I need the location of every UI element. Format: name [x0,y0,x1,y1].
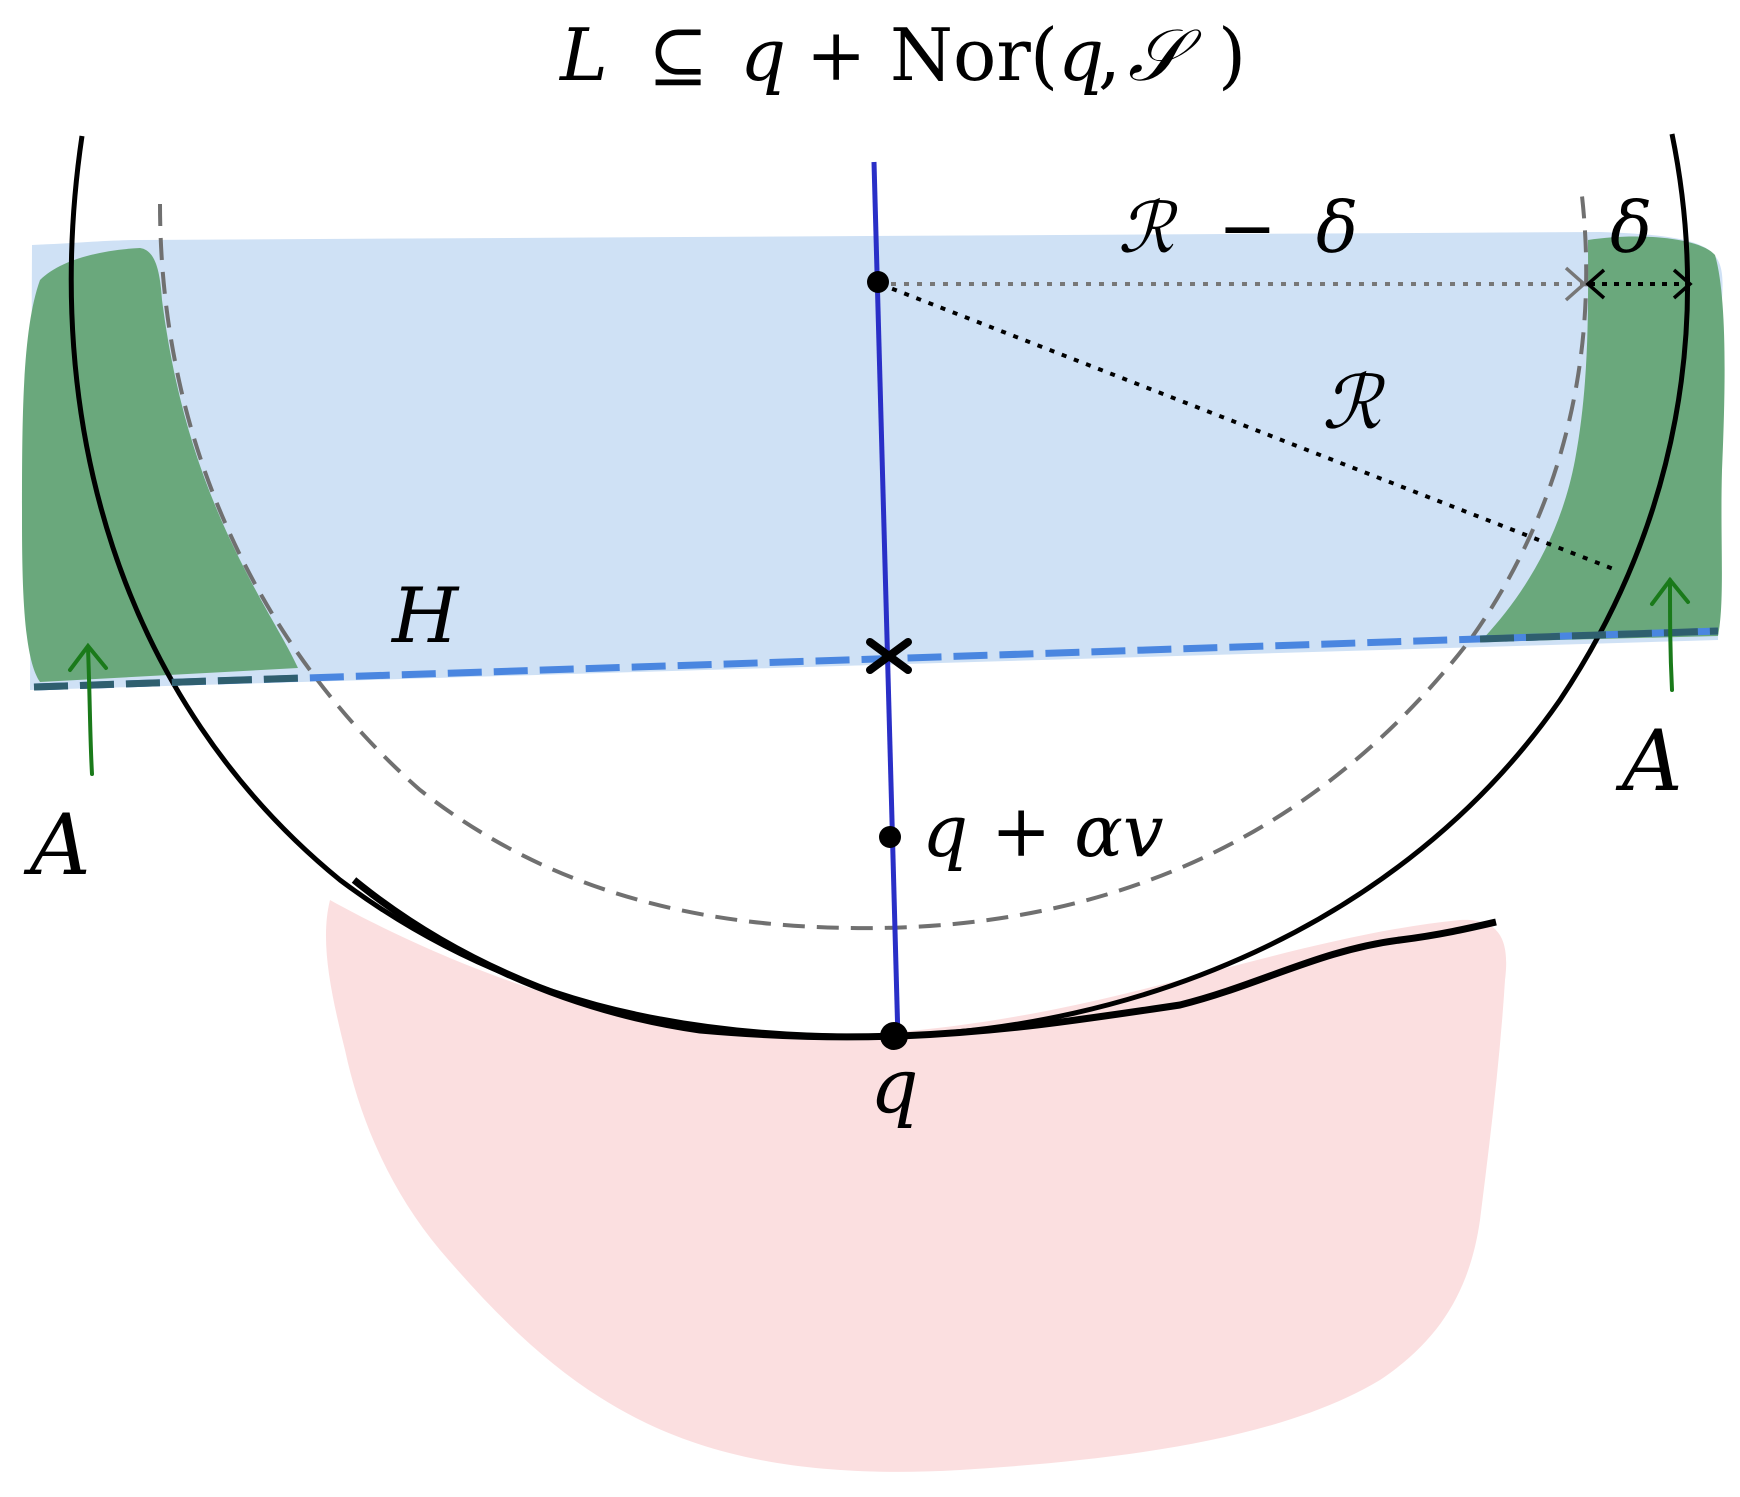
label-r: ℛ [1322,360,1386,446]
set-a-left [22,248,298,682]
title-close-paren: ) [1218,13,1246,97]
arrow-a-right [1650,576,1690,692]
half-space-band [30,232,1723,690]
delta-arrow-left [1585,268,1606,300]
normal-line-l [871,161,901,1041]
hyperplane-h [33,627,1719,691]
title: L ⊆ q + Nor ( q , 𝒮 ) [558,13,1246,97]
label-q: q [870,1041,919,1130]
hyperplane-h-over-a-right [1479,627,1719,643]
title-open-paren: ( [1030,13,1058,97]
title-plus: + [806,13,866,97]
label-r-minus-delta-minus: − [1218,187,1277,269]
title-l: L [558,13,608,97]
delta-arrow-right [1672,268,1693,300]
label-a-left: A [23,796,91,894]
title-q2: q [1058,13,1104,97]
label-r-minus-delta-delta: δ [1316,187,1358,269]
radius-r [879,282,1617,572]
title-s: 𝒮 [1128,13,1202,97]
label-r-minus-delta: ℛ − δ [1118,187,1358,269]
title-nor: Nor [890,13,1031,97]
set-a-right [1480,236,1725,642]
lower-region [325,900,1507,1472]
surface-curve [351,877,1497,1041]
label-delta: δ [1610,187,1652,269]
point-q-plus-alpha-v [879,826,901,848]
label-a-right: A [1615,712,1683,810]
label-r-minus-delta-r: ℛ [1118,187,1178,269]
label-q-plus-alpha-v: q + αv [922,789,1164,873]
arrowhead-r-minus-delta [1564,266,1587,302]
arrow-a-left [68,642,108,776]
label-h: H [390,571,460,660]
title-comma: , [1098,13,1121,97]
title-subseteq: ⊆ [648,13,708,97]
title-q: q [740,13,786,97]
center-point [867,271,889,293]
inner-sphere-dashed [158,195,1589,931]
point-q [880,1022,908,1050]
cross-marker [866,638,912,674]
